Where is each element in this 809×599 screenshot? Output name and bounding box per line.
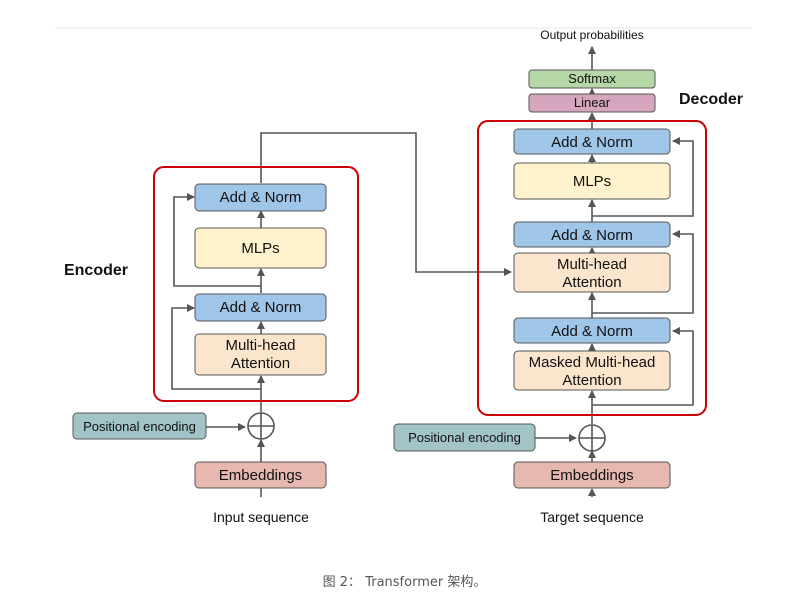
encoder-input-label: Input sequence	[213, 509, 309, 525]
decoder-frame	[477, 120, 707, 416]
decoder-embeddings-box	[513, 461, 671, 489]
decoder-cross-attention-box	[513, 252, 671, 293]
decoder-addnorm-bottom-label: Add & Norm	[551, 323, 633, 340]
decoder-residual-3	[592, 137, 694, 217]
encoder-frame	[153, 166, 359, 402]
decoder-masked-attention-label-2: Attention	[562, 372, 621, 389]
decoder-addnorm-top-box	[513, 128, 671, 155]
encoder-positional-encoding-label: Positional encoding	[83, 419, 196, 434]
encoder-mlps-label: MLPs	[241, 240, 279, 257]
figure-caption: 图 2： Transformer 架构。	[322, 575, 487, 590]
output-probabilities-label: Output probabilities	[540, 28, 643, 42]
decoder-addnorm-mid-box	[513, 221, 671, 248]
decoder-cross-attention-label-2: Attention	[562, 274, 621, 291]
encoder-addnorm-top-box	[194, 183, 327, 212]
encoder-addnorm-top-label: Add & Norm	[220, 189, 302, 206]
decoder-addnorm-bottom-box	[513, 317, 671, 344]
decoder-title: Decoder	[679, 91, 743, 108]
encoder-attention-label-2: Attention	[231, 355, 290, 372]
decoder-addnorm-mid-label: Add & Norm	[551, 227, 633, 244]
softmax-box	[528, 69, 656, 89]
linear-box	[528, 93, 656, 113]
encoder-attention-box	[194, 333, 327, 376]
decoder-embeddings-label: Embeddings	[550, 467, 633, 484]
encoder-residual-2	[173, 193, 261, 287]
encoder-title: Encoder	[64, 262, 128, 279]
linear-label: Linear	[574, 95, 611, 110]
decoder-masked-attention-label-1: Masked Multi-head	[529, 354, 656, 371]
encoder-residual-1	[171, 304, 261, 390]
decoder-addnorm-top-label: Add & Norm	[551, 134, 633, 151]
encoder-attention-label-1: Multi-head	[225, 337, 295, 354]
decoder-mlps-box	[513, 162, 671, 200]
encoder-add-icon	[247, 412, 275, 440]
decoder-positional-encoding-label: Positional encoding	[408, 430, 521, 445]
encoder-addnorm-bottom-box	[194, 293, 327, 322]
encoder-mlps-box	[194, 227, 327, 269]
encoder-to-decoder-arrow	[260, 132, 512, 276]
decoder-mlps-label: MLPs	[573, 173, 611, 190]
encoder-embeddings-label: Embeddings	[219, 467, 302, 484]
decoder-masked-attention-box	[513, 350, 671, 391]
encoder-addnorm-bottom-label: Add & Norm	[220, 299, 302, 316]
decoder-add-icon	[578, 424, 606, 452]
encoder-positional-encoding-box	[72, 412, 207, 440]
decoder-input-label: Target sequence	[540, 509, 644, 525]
decoder-positional-encoding-box	[393, 423, 536, 452]
decoder-cross-attention-label-1: Multi-head	[557, 256, 627, 273]
encoder-embeddings-box	[194, 461, 327, 489]
softmax-label: Softmax	[568, 71, 616, 86]
decoder-residual-1	[592, 327, 694, 406]
decoder-residual-2	[592, 230, 694, 314]
